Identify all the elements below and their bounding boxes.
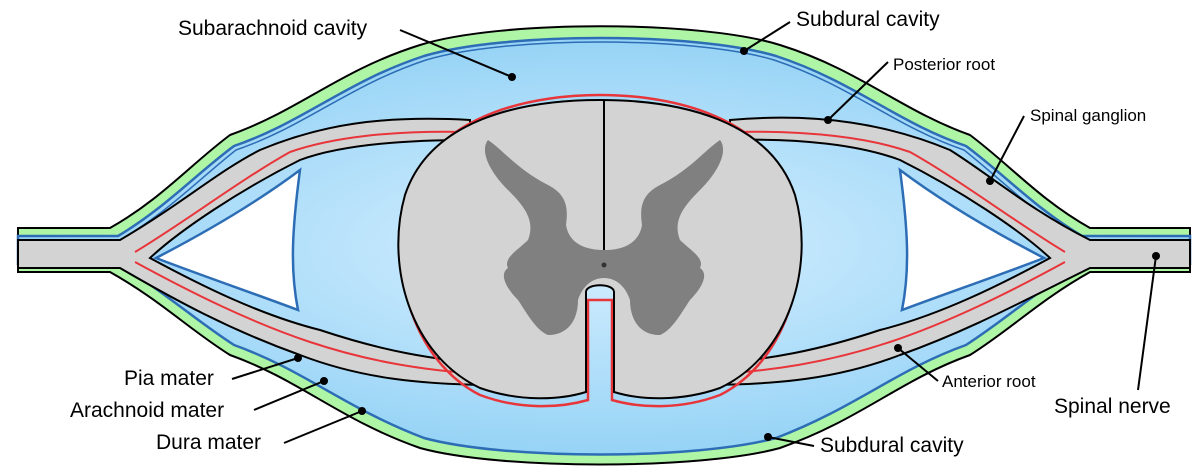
pia-line-left-upper — [134, 130, 471, 253]
label-pia-mater: Pia mater — [124, 367, 214, 390]
subdural-line — [119, 41, 1081, 241]
ganglion-opening-right — [898, 167, 1048, 312]
grey-matter — [484, 140, 724, 335]
label-spinal-ganglion: Spinal ganglion — [1030, 106, 1146, 125]
nerve-right — [699, 116, 1191, 387]
spinal-cord — [397, 93, 803, 408]
label-subarachnoid-cavity: Subarachnoid cavity — [178, 17, 368, 40]
label-posterior-root: Posterior root — [893, 55, 995, 74]
label-arachnoid-mater: Arachnoid mater — [70, 399, 224, 422]
label-subdural-cavity-top: Subdural cavity — [796, 8, 940, 31]
label-dura-mater: Dura mater — [156, 431, 261, 454]
labels: Subarachnoid cavity Subdural cavity Post… — [70, 8, 1171, 457]
spinal-nerve-band — [17, 116, 1191, 387]
ganglion-opening-left — [152, 167, 302, 312]
nerve-left — [17, 117, 501, 387]
pia-line-right-upper — [729, 130, 1066, 253]
label-spinal-nerve: Spinal nerve — [1054, 395, 1171, 418]
pia-line-left-lower — [134, 261, 501, 376]
label-subdural-cavity-bottom: Subdural cavity — [820, 434, 964, 457]
central-canal — [601, 262, 607, 268]
pia-line-right-lower — [699, 261, 1066, 376]
label-anterior-root: Anterior root — [942, 372, 1036, 391]
